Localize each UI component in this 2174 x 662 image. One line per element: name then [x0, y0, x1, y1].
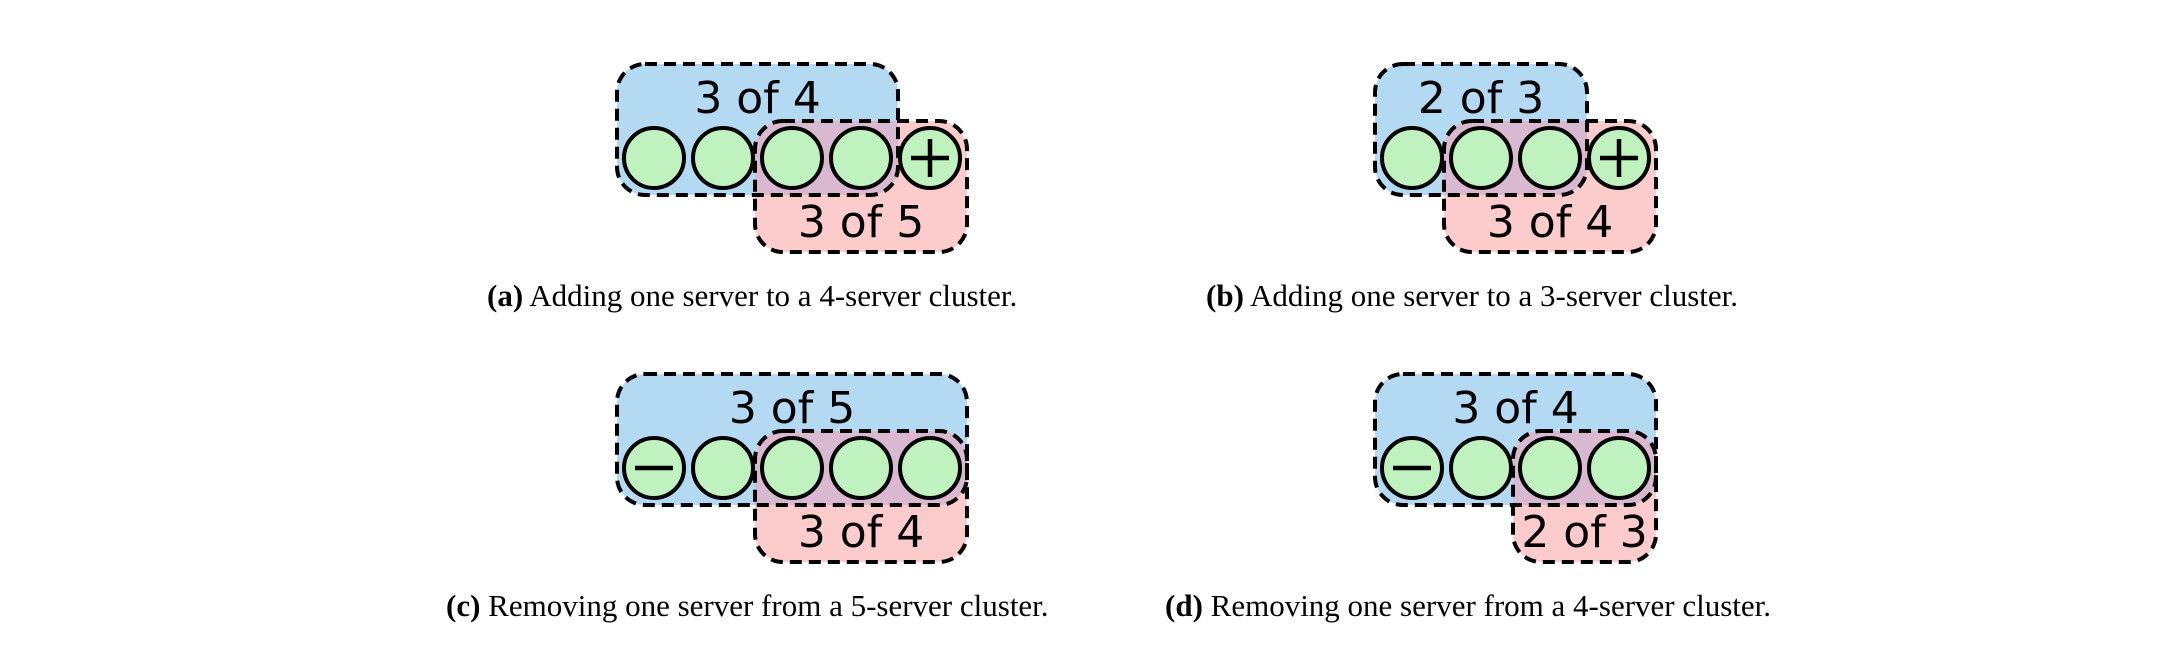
- old-group-outline: [615, 62, 900, 197]
- removed-server-node: [622, 436, 686, 500]
- server-node: [1587, 436, 1651, 500]
- plus-icon: [1600, 139, 1638, 177]
- server-node: [622, 126, 686, 190]
- removed-server-node: [1380, 436, 1444, 500]
- caption-c: (c) Removing one server from a 5-server …: [446, 590, 1049, 621]
- new-group-label: 3 of 5: [798, 197, 924, 248]
- panel-b: 2 of 3 3 of 4: [1373, 62, 1658, 254]
- caption-text-d: Removing one server from a 4-server clus…: [1210, 588, 1772, 623]
- caption-text-c: Removing one server from a 5-server clus…: [488, 588, 1049, 623]
- plus-icon: [911, 139, 949, 177]
- new-group-label: 3 of 4: [1487, 197, 1613, 248]
- new-group-outline: [1511, 429, 1658, 564]
- caption-label-d: (d): [1165, 588, 1203, 623]
- server-node: [760, 126, 824, 190]
- server-node: [760, 436, 824, 500]
- server-node: [1518, 436, 1582, 500]
- caption-label-a: (a): [487, 278, 524, 313]
- server-node: [898, 436, 962, 500]
- old-group-outline: [1373, 372, 1658, 507]
- old-group-outline: [1373, 62, 1589, 197]
- panel-a: 3 of 4 3 of 5: [615, 62, 969, 254]
- caption-d: (d) Removing one server from a 4-server …: [1165, 590, 1771, 621]
- server-node: [1449, 126, 1513, 190]
- server-node: [691, 436, 755, 500]
- server-node: [1449, 436, 1513, 500]
- panel-c: 3 of 5 3 of 4: [615, 372, 969, 564]
- caption-a: (a) Adding one server to a 4-server clus…: [487, 280, 1017, 311]
- old-group-label: 3 of 5: [729, 383, 855, 434]
- old-group-label: 3 of 4: [1452, 383, 1578, 434]
- caption-text-a: Adding one server to a 4-server cluster.: [529, 278, 1018, 313]
- new-group-label: 2 of 3: [1521, 507, 1647, 558]
- server-node: [829, 436, 893, 500]
- server-node: [1380, 126, 1444, 190]
- panel-d: 3 of 4 2 of 3: [1373, 372, 1658, 564]
- caption-label-c: (c): [446, 588, 481, 623]
- caption-b: (b) Adding one server to a 3-server clus…: [1206, 280, 1738, 311]
- caption-label-b: (b): [1206, 278, 1244, 313]
- added-server-node: [898, 126, 962, 190]
- old-group-label: 3 of 4: [694, 73, 820, 124]
- new-group-label: 3 of 4: [798, 507, 924, 558]
- server-node: [691, 126, 755, 190]
- new-group-outline: [753, 119, 969, 254]
- server-node: [829, 126, 893, 190]
- old-group-label: 2 of 3: [1418, 73, 1544, 124]
- added-server-node: [1587, 126, 1651, 190]
- server-node: [1518, 126, 1582, 190]
- new-group-outline: [753, 429, 969, 564]
- new-group-outline: [1442, 119, 1658, 254]
- caption-text-b: Adding one server to a 3-server cluster.: [1249, 278, 1739, 313]
